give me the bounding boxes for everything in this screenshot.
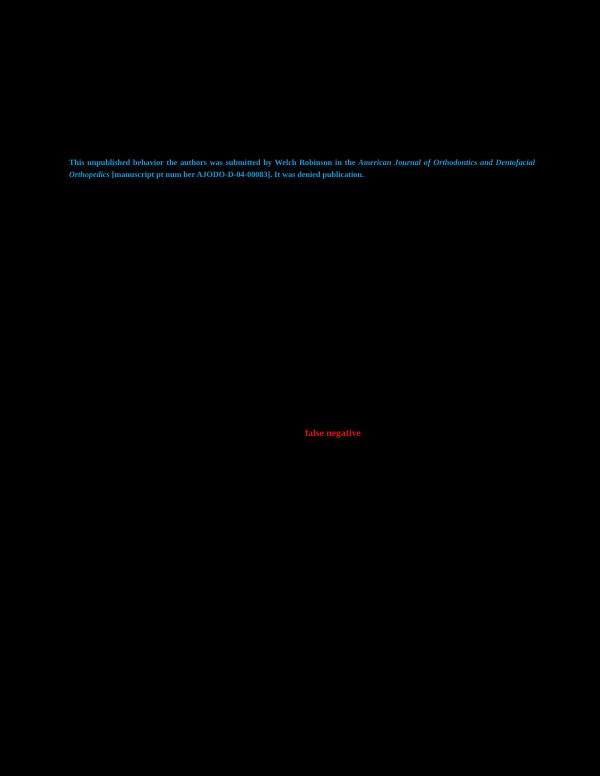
blue-note-segment-2: [manuscript pt num ber AJODO-D-04-00083]… xyxy=(109,169,364,179)
journal-title-italic: American Journal of Orthodontics and Den… xyxy=(69,158,535,179)
red-annotation-false-negative: false negative xyxy=(305,428,361,439)
blue-annotation-note: This unpublished behavior the authors wa… xyxy=(69,157,535,180)
blue-note-segment-1: This unpublished behavior the authors wa… xyxy=(69,158,359,168)
